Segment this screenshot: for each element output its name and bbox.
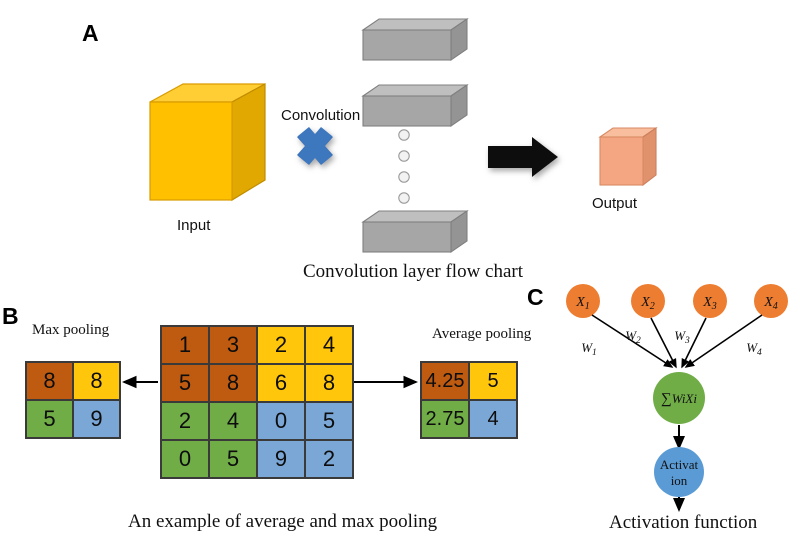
panel-b-caption: An example of average and max pooling	[128, 511, 438, 532]
convolution-operation-label: Convolution	[281, 107, 361, 124]
activation-node-label-line1: Activat	[660, 457, 699, 472]
filter-ellipsis-dots-icon	[398, 129, 410, 204]
max-pooling-cell: 5	[26, 400, 73, 438]
input-matrix-cell: 4	[305, 326, 353, 364]
panel-b-label: B	[2, 303, 19, 329]
activation-node	[654, 447, 704, 497]
input-cube-icon	[149, 82, 266, 202]
input-matrix-cell: 1	[161, 326, 209, 364]
weight-connection-lines	[591, 314, 763, 369]
weight-w1-label: W1	[581, 340, 597, 358]
input-matrix-cell: 0	[257, 402, 305, 440]
input-matrix-cell: 0	[161, 440, 209, 478]
input-node-x2	[631, 284, 665, 318]
input-matrix-cell: 6	[257, 364, 305, 402]
output-cube-icon	[598, 126, 658, 187]
weight-w3-label: W3	[674, 328, 690, 346]
filter-slab-middle-icon	[361, 83, 469, 128]
input-matrix-cell: 2	[305, 440, 353, 478]
max-pooling-title: Max pooling	[32, 322, 110, 338]
input-matrix-cell: 4	[209, 402, 257, 440]
input-matrix-cell: 3	[209, 326, 257, 364]
summation-node-label: ∑WiXi	[661, 391, 697, 407]
input-matrix-cell: 8	[209, 364, 257, 402]
max-pooling-cell: 9	[73, 400, 120, 438]
average-pooling-title: Average pooling	[432, 326, 532, 342]
average-pooling-cell: 5	[469, 362, 517, 400]
max-pooling-cell: 8	[26, 362, 73, 400]
filter-slab-bottom-icon	[361, 209, 469, 254]
input-matrix-cell: 5	[305, 402, 353, 440]
weight-w2-label: W2	[625, 328, 641, 346]
input-cube-label: Input	[177, 217, 211, 234]
activation-node-label-line2: ion	[671, 473, 688, 488]
panel-a-caption: Convolution layer flow chart	[303, 261, 524, 282]
input-matrix-cell: 2	[161, 402, 209, 440]
average-pooling-cell: 4.25	[421, 362, 469, 400]
blue-x-cross-icon	[297, 127, 333, 165]
average-pooling-cell: 2.75	[421, 400, 469, 438]
input-matrix-cell: 9	[257, 440, 305, 478]
input-node-x1	[566, 284, 600, 318]
output-cube-label: Output	[592, 195, 638, 212]
input-node-x4	[754, 284, 788, 318]
panel-c-label: C	[527, 284, 544, 310]
weight-w4-label: W4	[746, 340, 762, 358]
input-node-x3	[693, 284, 727, 318]
panel-c-caption: Activation function	[609, 512, 758, 533]
input-matrix-cell: 5	[161, 364, 209, 402]
average-pooling-cell: 4	[469, 400, 517, 438]
input-matrix-cell: 8	[305, 364, 353, 402]
input-matrix-cell: 5	[209, 440, 257, 478]
black-right-arrow-icon	[488, 137, 558, 177]
summation-node	[653, 372, 705, 424]
panel-a-label: A	[82, 20, 99, 46]
max-pooling-cell: 8	[73, 362, 120, 400]
filter-slab-top-icon	[361, 17, 469, 62]
input-matrix-cell: 2	[257, 326, 305, 364]
